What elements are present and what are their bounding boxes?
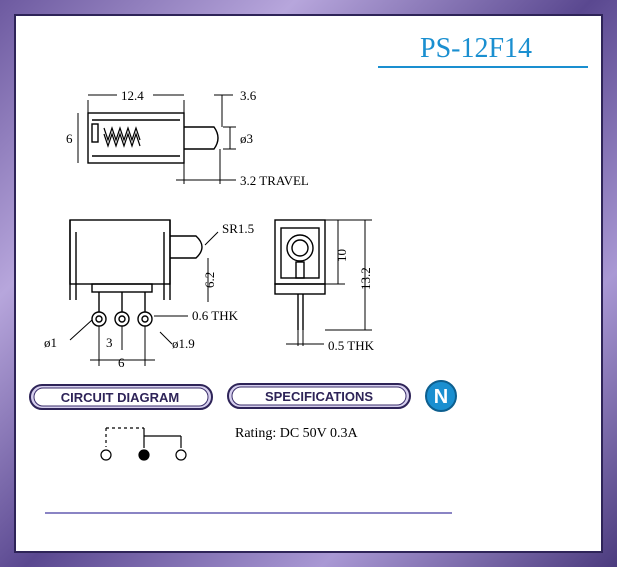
dim-sr1-5: SR1.5: [222, 221, 254, 236]
svg-text:CIRCUIT DIAGRAM: CIRCUIT DIAGRAM: [61, 390, 179, 405]
dim-0-5-thk: 0.5 THK: [328, 338, 375, 353]
circuit-diagram-badge: CIRCUIT DIAGRAM: [29, 384, 213, 410]
circuit-symbol: [100, 427, 187, 461]
dim-3: 3: [106, 335, 113, 350]
dim-3-6: 3.6: [240, 88, 257, 103]
title: PS-12F14: [420, 33, 532, 64]
side-view: [274, 219, 372, 346]
svg-text:SPECIFICATIONS: SPECIFICATIONS: [265, 389, 373, 404]
dim-10: 10: [334, 249, 349, 262]
dim-6-bottom: 6: [118, 355, 125, 370]
top-view: [77, 94, 236, 184]
dim-phi1-9: ø1.9: [172, 336, 195, 351]
n-logo: N: [425, 380, 457, 412]
dim-phi1: ø1: [44, 335, 57, 350]
dim-6-side: 6: [66, 131, 73, 146]
specifications-badge: SPECIFICATIONS: [227, 383, 411, 409]
dim-0-6-thk: 0.6 THK: [192, 308, 239, 323]
dim-12-4: 12.4: [121, 88, 144, 103]
dim-6-2: 6.2: [202, 272, 217, 288]
rating-text: Rating: DC 50V 0.3A: [235, 426, 359, 441]
dim-travel: 3.2 TRAVEL: [240, 173, 309, 188]
front-view: [69, 219, 219, 366]
dim-phi3: ø3: [240, 131, 253, 146]
dim-13-2: 13.2: [358, 267, 373, 290]
svg-text:N: N: [434, 386, 448, 408]
